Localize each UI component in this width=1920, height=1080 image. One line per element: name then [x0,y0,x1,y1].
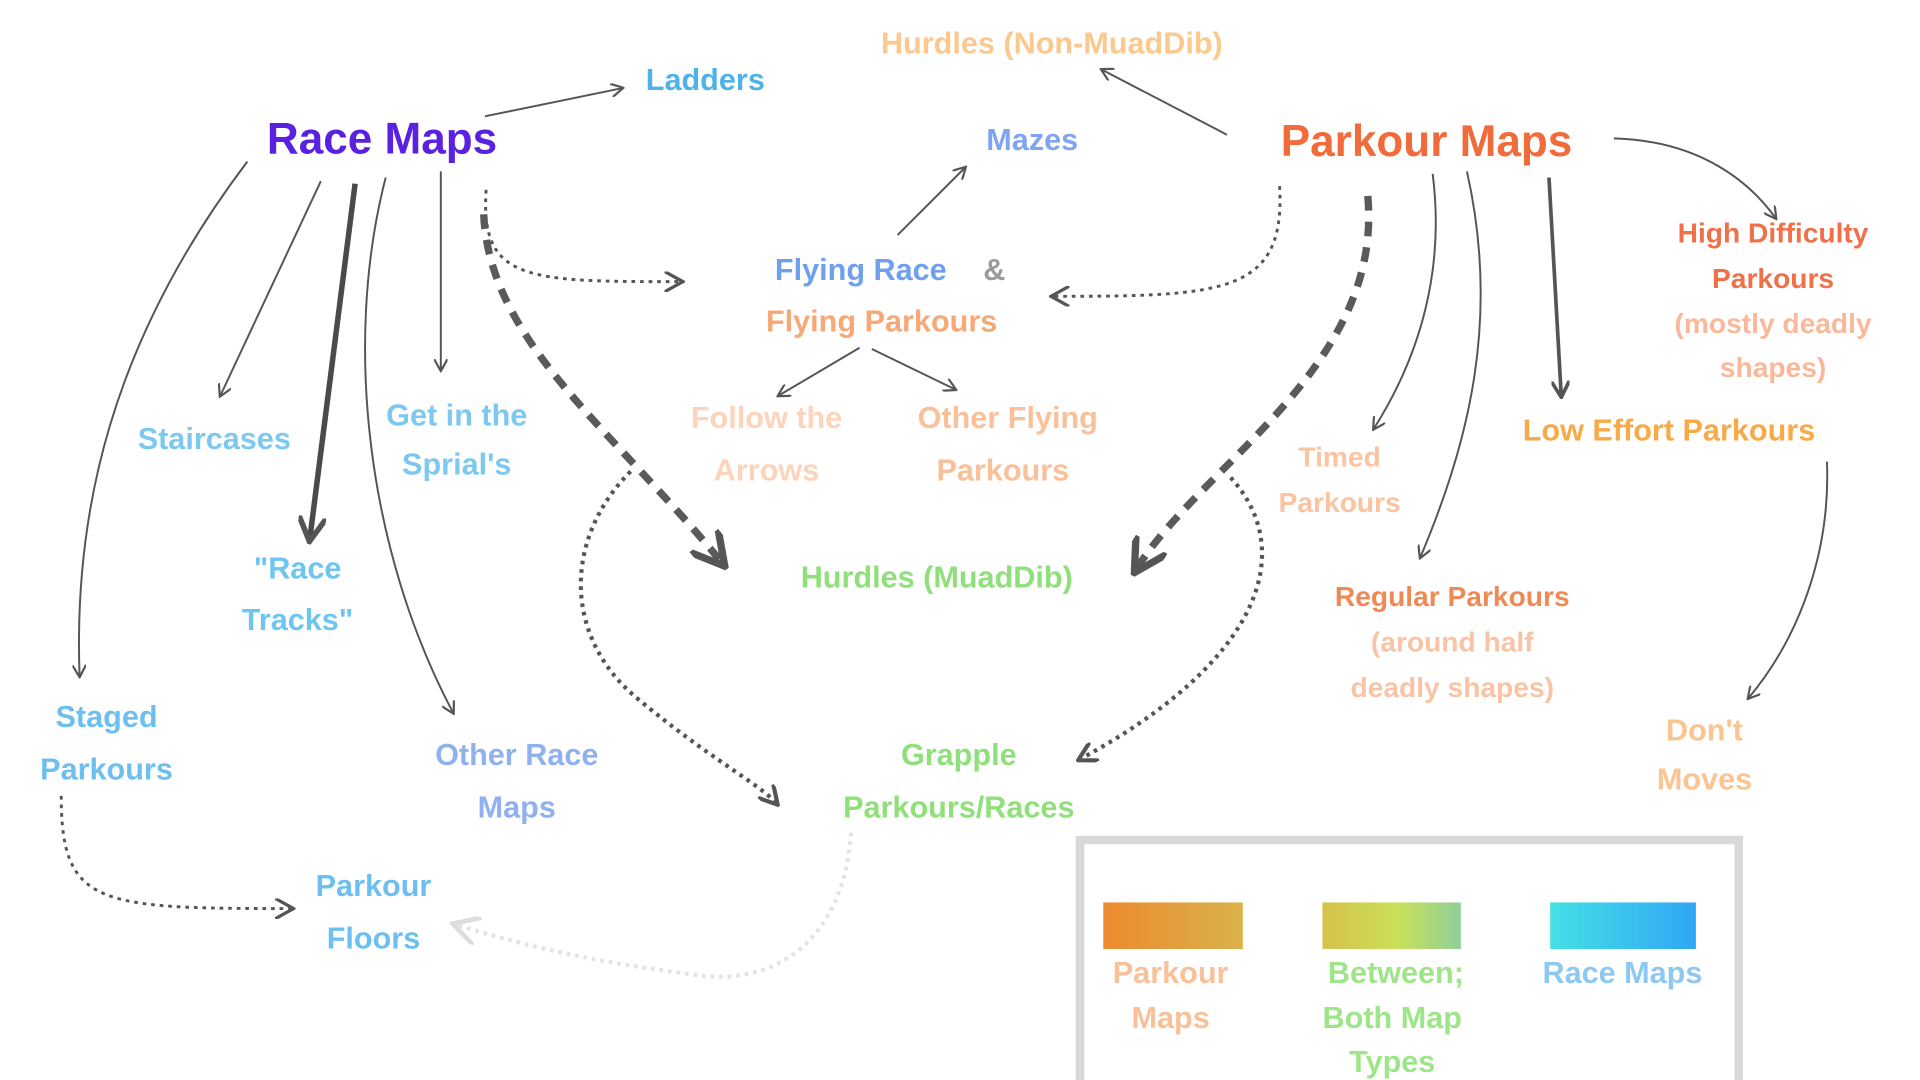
node-other-flying: Other Flying [918,401,1098,435]
node-dont-moves: Don't [1666,713,1743,747]
arrow-race-other [364,177,453,713]
legend-swatch-between [1322,902,1461,949]
node-regular-note: deadly shapes) [1351,672,1554,703]
node-follow-arrows: Arrows [714,454,819,488]
node-flying-race: Flying Race [775,253,947,287]
node-staircases: Staircases [138,422,291,456]
node-other-flying: Parkours [936,454,1069,488]
arrow-race-hurdles [480,214,723,563]
arrow-race-staged [79,161,249,676]
arrow-flying-follow [779,346,861,396]
legend-label-parkour: Maps [1131,1001,1209,1035]
node-timed: Timed [1298,442,1380,473]
legend-swatch-race [1550,902,1696,949]
node-regular: Regular Parkours [1335,581,1570,612]
node-high-difficulty: High Difficulty [1678,218,1869,249]
arrow-parkour-hurdles-non [1102,70,1228,136]
legend-frame [1075,835,1744,1080]
arrow-hurdles-grapple-left [578,469,776,803]
arrow-staged-floors [59,795,291,909]
node-timed: Parkours [1279,487,1401,518]
arrows [59,70,1829,979]
node-grapple: Grapple [901,738,1017,772]
legend-label-parkour: Parkour [1113,956,1229,990]
arrow-parkour-timed [1374,173,1437,429]
node-high-difficulty-note: (mostly deadly [1674,308,1871,339]
node-high-difficulty-note: shapes) [1720,352,1826,383]
legend-label-between: Between; [1328,956,1464,990]
arrow-parkour-high [1613,137,1776,218]
node-mazes: Mazes [986,123,1078,157]
legend: Parkour Maps Between; Both Map Types Rac… [1075,835,1744,1080]
arrow-parkour-flying [1053,186,1282,296]
legend-label-between: Types [1349,1045,1435,1079]
node-low-effort: Low Effort Parkours [1523,413,1816,447]
node-parkour-floors: Parkour [316,869,432,903]
node-get-in-spirals: Sprial's [402,448,511,482]
arrow-parkour-hurdles [1136,195,1373,569]
node-race-tracks: "Race [254,552,342,586]
arrow-hurdles-grapple-right [1080,476,1264,760]
arrow-flying-mazes [896,168,965,236]
node-follow-arrows: Follow the [691,401,842,435]
node-parkour-floors: Floors [327,922,421,956]
node-other-race: Maps [478,790,556,824]
node-flying-amp: & [983,253,1005,287]
arrow-flying-other [871,348,955,389]
node-staged: Parkours [40,753,173,787]
node-race-maps: Race Maps [267,115,497,164]
arrow-parkour-regular [1420,171,1482,557]
node-hurdles-muaddib: Hurdles (MuadDib) [801,560,1073,594]
arrow-race-flying [484,189,681,282]
legend-label-race: Race Maps [1542,956,1702,990]
node-ladders: Ladders [646,63,765,97]
arrow-parkour-low [1547,177,1561,396]
node-hurdles-non-muaddib: Hurdles (Non-MuadDib) [881,26,1223,60]
legend-label-between: Both Map [1323,1001,1462,1035]
node-regular-note: (around half [1371,627,1534,658]
node-other-race: Other Race [435,738,598,772]
legend-swatch-parkour [1103,902,1243,949]
node-dont-moves: Moves [1657,762,1752,796]
arrow-race-staircases [220,180,322,395]
arrow-low-dontmoves [1749,461,1829,698]
node-grapple: Parkours/Races [843,790,1074,824]
node-race-tracks: Tracks" [242,603,354,637]
node-get-in-spirals: Get in the [386,399,527,433]
node-high-difficulty: Parkours [1712,263,1834,294]
node-staged: Staged [55,700,157,734]
arrow-grapple-floors [456,832,854,979]
arrow-race-ladders [484,88,622,118]
node-parkour-maps: Parkour Maps [1281,117,1573,166]
arrow-race-tracks [310,183,358,539]
node-flying-parkours: Flying Parkours [766,304,997,338]
